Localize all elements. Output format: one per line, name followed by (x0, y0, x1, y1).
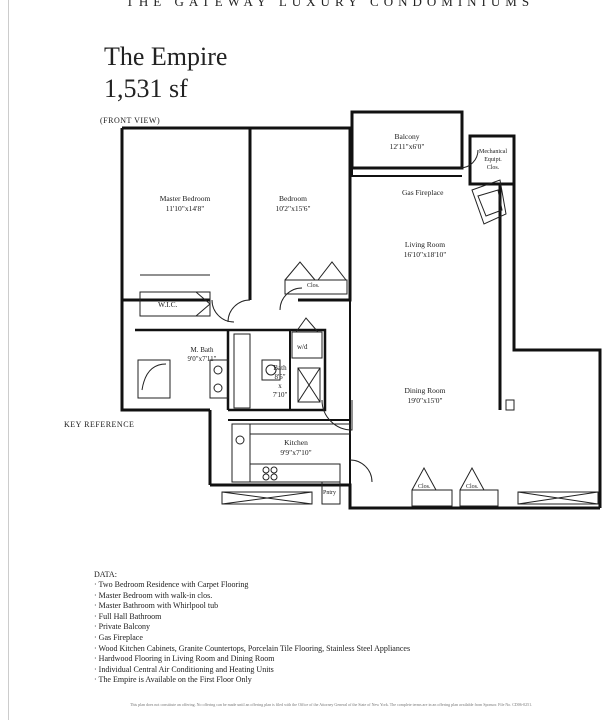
list-item: Master Bathroom with Whirlpool tub (94, 601, 410, 612)
list-item: Gas Fireplace (94, 633, 410, 644)
bedrooms-outer-wall (122, 126, 352, 302)
list-item: Private Balcony (94, 622, 410, 633)
walk-in-closet-label: W.I.C. (158, 300, 178, 309)
living-room-label: Living Room 16'10"x18'10" (403, 240, 447, 259)
unit-area: 1,531 sf (104, 74, 188, 103)
master-bedroom-label: Master Bedroom 11'10"x14'8" (159, 194, 211, 213)
master-bath-label: M. Bath 9'0"x7'11" (187, 346, 217, 363)
east-wall (512, 184, 602, 508)
building-name-header: THE GATEWAY LUXURY CONDOMINIUMS (125, 0, 535, 9)
pantry-label: Pntry (323, 490, 337, 496)
unit-title: The Empire (104, 42, 228, 71)
list-item: Two Bedroom Residence with Carpet Floori… (94, 580, 410, 591)
mechanical-closet-wall (468, 134, 516, 186)
list-item: Wood Kitchen Cabinets, Granite Counterto… (94, 644, 411, 655)
list-item: The Empire is Available on the First Flo… (94, 675, 410, 686)
south-wall (210, 483, 600, 510)
dining-closet-1-label: Clos. (418, 484, 431, 490)
dining-room-label: Dining Room 19'0"x15'0" (404, 386, 446, 405)
west-wall (120, 128, 210, 412)
bedroom-closet-label: Clos. (307, 283, 320, 289)
list-item: Hardwood Flooring in Living Room and Din… (94, 654, 410, 665)
dining-closet-2-label: Clos. (466, 484, 479, 490)
page-edge-line (8, 0, 9, 720)
bedroom-label: Bedroom 10'2"x15'6" (275, 194, 311, 213)
balcony-wall (350, 110, 464, 170)
data-section-title: DATA: (94, 570, 117, 579)
bath-label: Bath 8'5" x 7'10" (272, 364, 288, 399)
list-item: Individual Central Air Conditioning and … (94, 665, 410, 676)
balcony-label: Balcony 12'11"x6'0" (389, 132, 425, 151)
view-label: (FRONT VIEW) (100, 116, 161, 125)
kitchen-label: Kitchen 9'9"x7'10" (280, 438, 312, 457)
key-reference-label: KEY REFERENCE (64, 420, 135, 429)
legal-disclaimer: This plan does not constitute an offerin… (130, 702, 533, 707)
mechanical-closet-label: Mechanical Equipt. Clos. (479, 149, 507, 171)
washer-dryer-label: w/d (297, 343, 308, 351)
list-item: Full Hall Bathroom (94, 612, 410, 623)
feature-list: Two Bedroom Residence with Carpet Floori… (94, 580, 411, 686)
list-item: Master Bedroom with walk-in clos. (94, 591, 410, 602)
gas-fireplace-label: Gas Fireplace (402, 188, 444, 197)
